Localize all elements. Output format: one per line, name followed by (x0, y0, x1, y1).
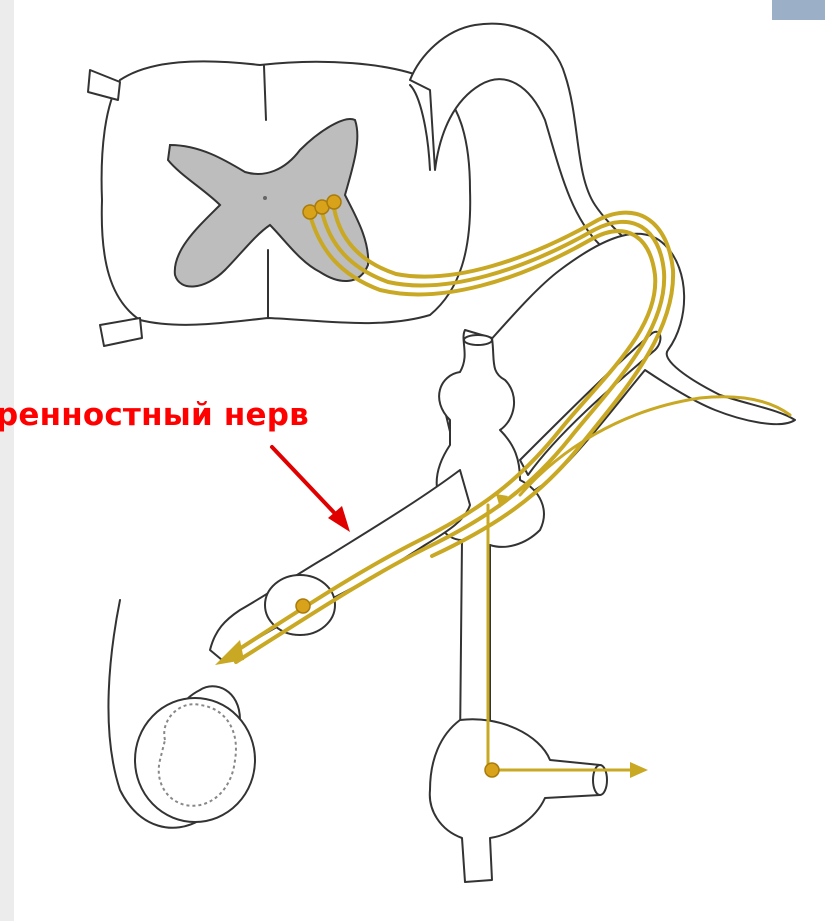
nerve-label: ренностный нерв (0, 397, 309, 433)
label-pointer-arrow (272, 447, 350, 532)
spinal-nerve-structure (210, 234, 795, 882)
